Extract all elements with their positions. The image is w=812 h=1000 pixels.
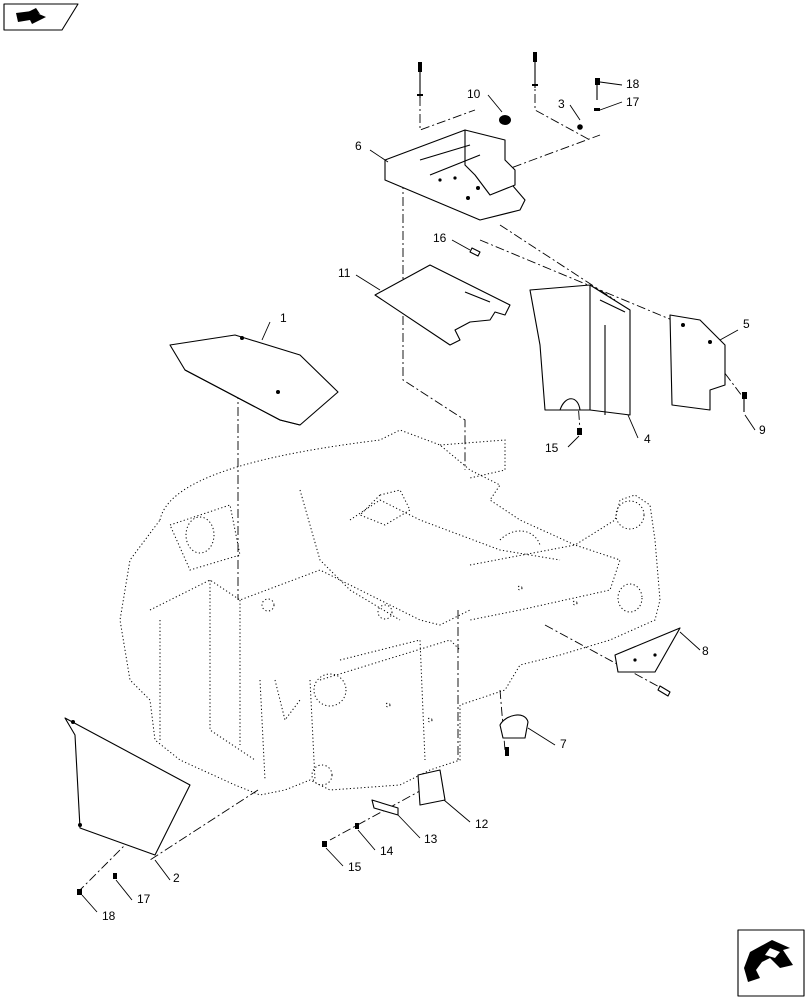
callout-1: 1 — [261, 311, 287, 341]
callout-8: 8 — [679, 631, 709, 658]
chassis-frame — [119, 429, 661, 796]
callout-5: 5 — [719, 317, 750, 341]
bolt-15-bottom — [322, 841, 327, 847]
part-2-cover — [64, 717, 191, 856]
callout-7: 7 — [527, 727, 567, 751]
svg-text:7: 7 — [560, 737, 567, 751]
svg-text:15: 15 — [348, 860, 362, 874]
bolt-7 — [505, 747, 509, 756]
fasteners — [77, 52, 747, 895]
svg-text:18: 18 — [626, 77, 640, 91]
part-5-side-panel — [669, 314, 726, 411]
washer-17-top — [594, 108, 600, 111]
callout-17-top: 17 — [599, 95, 640, 111]
callout-13: 13 — [397, 814, 438, 846]
part-13-strip — [371, 799, 399, 816]
callout-14: 14 — [357, 829, 394, 858]
svg-text:4: 4 — [644, 432, 651, 446]
callout-4: 4 — [627, 414, 651, 446]
callout-18-top: 18 — [599, 77, 640, 91]
bolt-top-mid — [532, 52, 538, 88]
svg-text:8: 8 — [702, 644, 709, 658]
svg-text:3: 3 — [558, 97, 565, 111]
callout-15-right: 15 — [545, 435, 580, 455]
part-12-plate — [417, 769, 446, 806]
bolt-8 — [657, 685, 671, 697]
callout-labels: 1 2 3 4 5 6 7 8 9 10 11 12 13 14 15 15 1… — [81, 77, 766, 923]
svg-text:12: 12 — [475, 817, 489, 831]
svg-text:15: 15 — [545, 441, 559, 455]
callout-3: 3 — [558, 97, 581, 121]
part-8-bracket — [614, 627, 681, 673]
navigation-arrow-icon[interactable] — [3, 3, 79, 31]
bolt-18-top — [595, 78, 600, 100]
callout-12: 12 — [443, 799, 489, 831]
bolt-18-bottom — [77, 889, 82, 895]
assembly-centerlines — [79, 60, 746, 891]
callout-2: 2 — [154, 859, 180, 885]
nut-3 — [577, 124, 583, 130]
callout-15-bottom: 15 — [325, 847, 362, 874]
svg-text:2: 2 — [173, 871, 180, 885]
washer-17-bottom — [113, 873, 117, 879]
part-10-grommet — [499, 115, 511, 125]
callout-9: 9 — [744, 414, 766, 437]
svg-text:5: 5 — [743, 317, 750, 331]
bolt-top-left — [417, 62, 423, 98]
next-page-arrow-icon[interactable] — [737, 929, 805, 997]
callout-6: 6 — [355, 139, 389, 163]
callout-16: 16 — [433, 231, 471, 251]
callout-18-bottom: 18 — [81, 894, 116, 923]
svg-text:10: 10 — [467, 87, 481, 101]
svg-text:17: 17 — [626, 95, 640, 109]
callout-11: 11 — [338, 266, 381, 291]
svg-text:6: 6 — [355, 139, 362, 153]
part-11-plate — [374, 264, 511, 346]
bolt-9 — [742, 392, 747, 412]
svg-text:17: 17 — [137, 892, 151, 906]
svg-text:1: 1 — [280, 311, 287, 325]
svg-text:16: 16 — [433, 231, 447, 245]
callout-17-bottom: 17 — [115, 879, 151, 906]
bolt-15-right — [577, 428, 582, 435]
svg-text:9: 9 — [759, 423, 766, 437]
part-1-shield — [169, 334, 339, 426]
svg-text:14: 14 — [380, 844, 394, 858]
washer-14 — [355, 823, 359, 829]
callout-10: 10 — [467, 87, 503, 113]
part-4-side-cover — [529, 284, 631, 416]
part-7-cap — [499, 714, 529, 739]
svg-text:11: 11 — [338, 266, 351, 280]
clip-16 — [469, 247, 481, 257]
svg-text:18: 18 — [102, 909, 116, 923]
part-6-top-bracket — [384, 129, 526, 221]
svg-text:13: 13 — [424, 832, 438, 846]
